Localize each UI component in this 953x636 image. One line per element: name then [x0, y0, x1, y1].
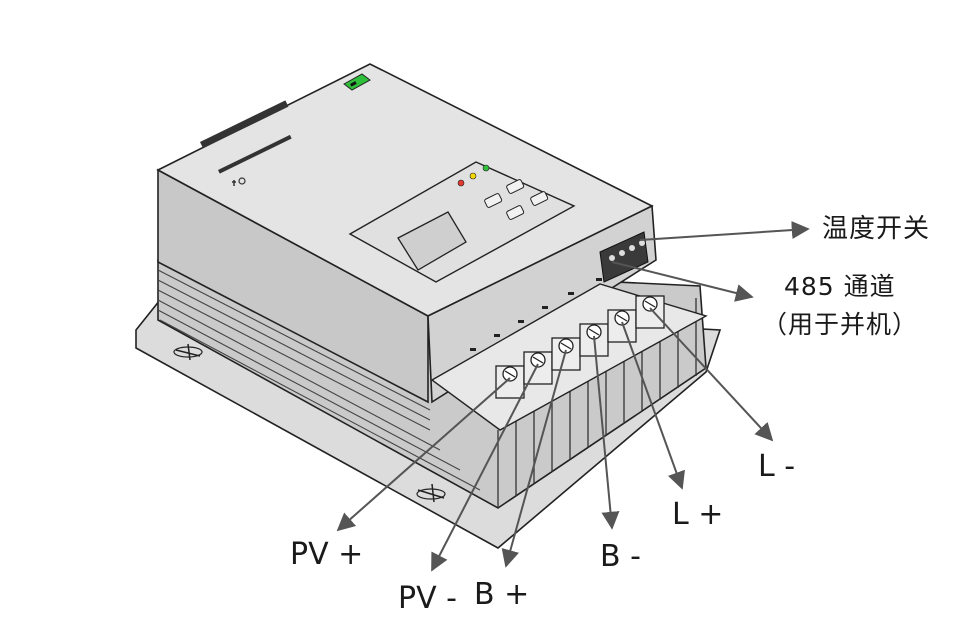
- mounting-slot-left: [173, 343, 203, 361]
- top-green-connector: [343, 73, 371, 91]
- logo-marking: [200, 100, 292, 186]
- arrow-l-plus: [621, 321, 685, 490]
- arrow-temp-switch: [639, 221, 810, 241]
- terminal-l-plus: [607, 309, 637, 343]
- terminal-b-plus: [551, 337, 581, 371]
- led-green-icon: [482, 164, 490, 172]
- screw-terminals: [495, 295, 665, 399]
- label-b-plus: B +: [474, 577, 530, 612]
- arrow-b-minus: [593, 335, 620, 530]
- led-yellow-icon: [469, 172, 477, 180]
- arrow-pv-plus: [336, 377, 511, 532]
- label-rs485: 485 通道: [784, 272, 896, 301]
- led-red-icon: [457, 179, 465, 187]
- arrow-b-plus: [501, 349, 567, 568]
- arrow-l-minus: [649, 307, 774, 442]
- arrow-rs485: [611, 261, 754, 302]
- signal-connector-block: [599, 231, 649, 283]
- label-pv-plus: PV +: [290, 537, 364, 572]
- keypad-buttons: [484, 179, 549, 220]
- label-b-minus: B -: [600, 539, 641, 574]
- mounting-slot-bottom: [416, 483, 446, 503]
- terminal-pv-plus: [495, 365, 525, 399]
- terminal-pv-minus: [523, 351, 553, 385]
- lcd-screen: [397, 211, 467, 271]
- arrow-pv-minus: [431, 363, 539, 572]
- terminal-markings: [470, 278, 602, 351]
- label-rs485-note: （用于并机）: [762, 310, 919, 339]
- label-l-plus: L +: [672, 497, 724, 532]
- terminal-l-minus: [635, 295, 665, 329]
- terminal-b-minus: [579, 323, 609, 357]
- label-pv-minus: PV -: [398, 581, 457, 616]
- label-l-minus: L -: [758, 449, 796, 484]
- heatsink-side-fins: [157, 269, 481, 491]
- label-temp-switch: 温度开关: [822, 214, 931, 244]
